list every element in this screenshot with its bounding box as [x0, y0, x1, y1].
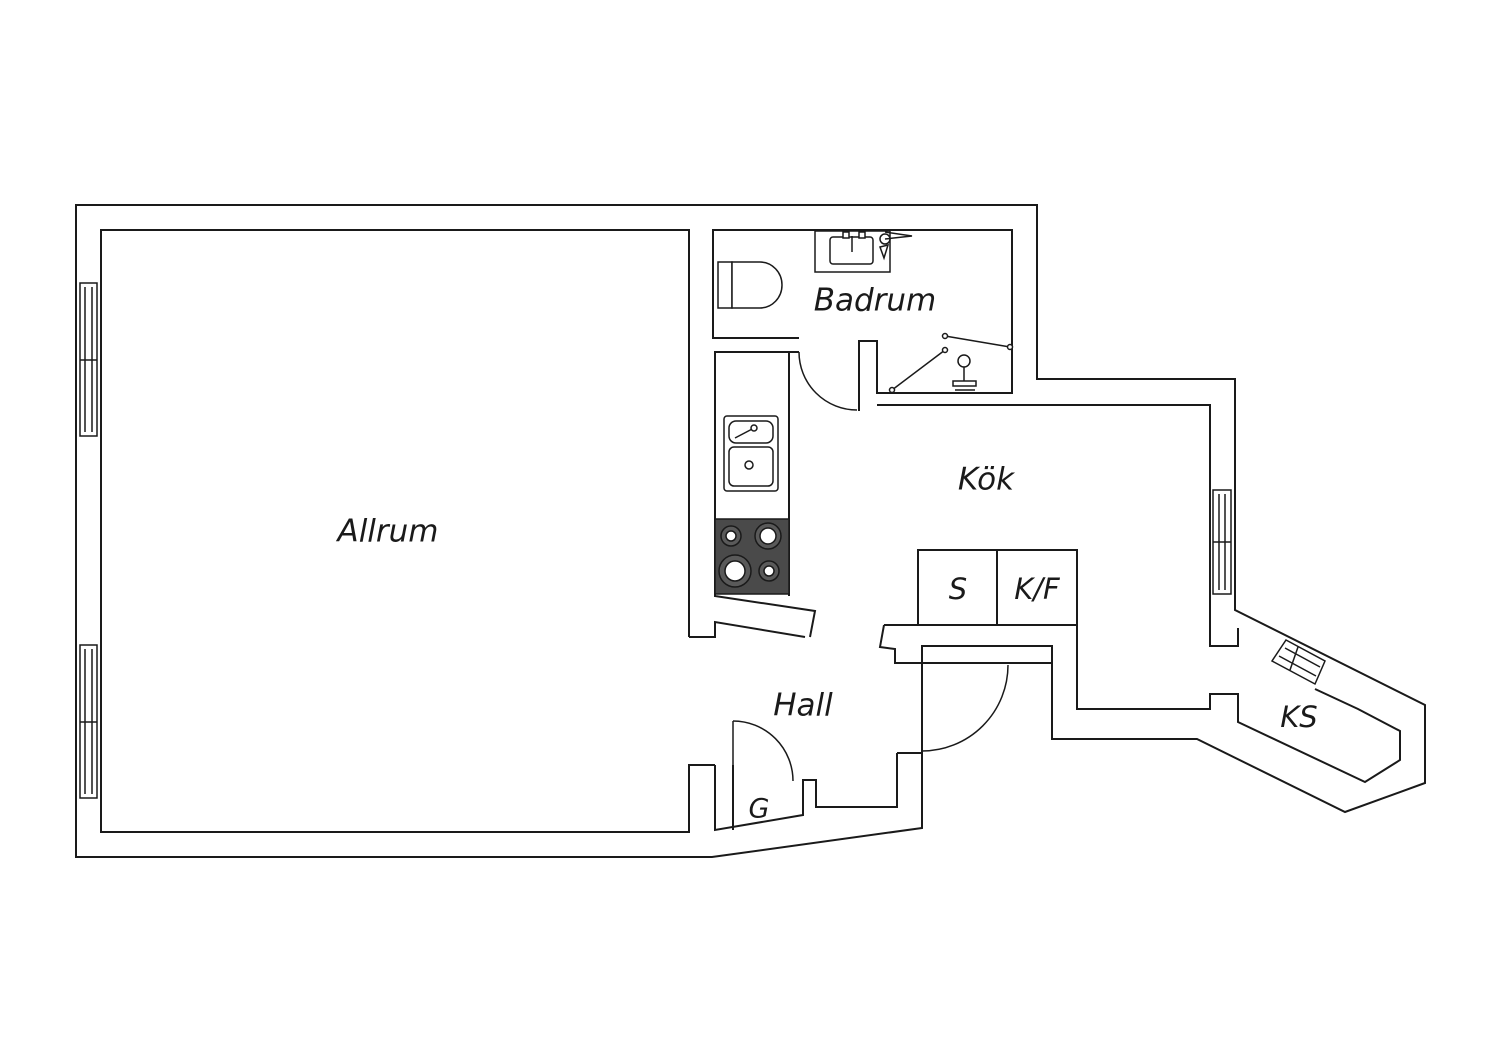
badrum-wall: [712, 229, 1013, 411]
allrum-divider-stub: [689, 620, 806, 638]
window-right-kitchen: [1212, 489, 1232, 595]
allrum-wall: [100, 229, 715, 833]
entrance-door-swing: [921, 664, 1009, 752]
room-label-allrum: Allrum: [335, 514, 438, 550]
room-label-garderob: G: [749, 794, 770, 825]
shower-head-icon: [952, 354, 977, 391]
appliance-label-kf: K/F: [1014, 572, 1061, 606]
kok-wall-lower: [1076, 625, 1401, 784]
toilet-icon: [717, 261, 783, 309]
room-label-ks: KS: [1280, 700, 1317, 734]
ks-window-icon: [1270, 639, 1326, 686]
room-label-kok: Kök: [958, 462, 1015, 498]
kok-wall-upper: [877, 404, 1239, 647]
appliance-box-kf: [996, 549, 1078, 626]
hall-wall: [878, 624, 1053, 664]
shower-screen-icon: [888, 332, 1014, 394]
kitchen-sink-icon: [723, 415, 779, 492]
window-upper-left: [79, 282, 98, 437]
stove-top-icon: [714, 518, 790, 595]
closet-door-swing: [732, 720, 794, 782]
kitchen-counter: [714, 351, 817, 638]
hall-bottom-wall: [714, 753, 898, 832]
appliance-label-s: S: [949, 572, 967, 606]
washbasin-icon: [814, 230, 891, 273]
window-lower-left: [79, 644, 98, 799]
outer-wall-outline: [75, 204, 1426, 858]
room-label-hall: Hall: [773, 688, 833, 724]
room-label-badrum: Badrum: [814, 283, 937, 319]
mixer-tap-icon: [879, 231, 913, 261]
badrum-door-swing: [798, 351, 858, 411]
